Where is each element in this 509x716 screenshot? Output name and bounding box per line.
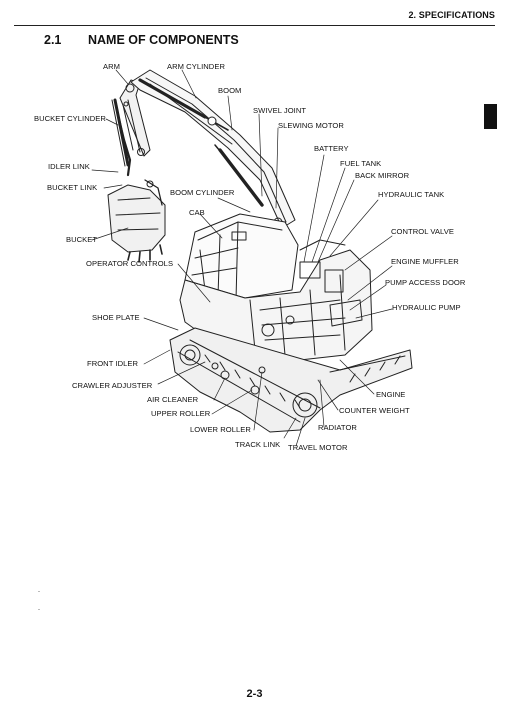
label-bucket-cylinder: BUCKET CYLINDER bbox=[34, 114, 106, 123]
label-cab: CAB bbox=[189, 208, 205, 217]
label-radiator: RADIATOR bbox=[318, 423, 357, 432]
arm-drawing bbox=[116, 79, 151, 177]
label-boom: BOOM bbox=[218, 86, 242, 95]
scan-speck bbox=[38, 609, 40, 610]
chapter-tab-marker bbox=[484, 104, 497, 129]
scan-speck bbox=[38, 591, 40, 592]
bucket-cylinder-drawing bbox=[111, 98, 130, 167]
cab-drawing bbox=[184, 213, 299, 301]
label-front-idler: FRONT IDLER bbox=[87, 359, 139, 368]
label-track-link: TRACK LINK bbox=[235, 440, 281, 449]
label-control-valve: CONTROL VALVE bbox=[391, 227, 454, 236]
boom-cylinder-drawing bbox=[214, 144, 264, 207]
label-slewing-motor: SLEWING MOTOR bbox=[278, 121, 344, 130]
upper-structure-drawing bbox=[179, 239, 373, 361]
page-number: 2-3 bbox=[246, 688, 263, 700]
label-shoe-plate: SHOE PLATE bbox=[92, 313, 140, 322]
label-pump-access-door: PUMP ACCESS DOOR bbox=[385, 278, 466, 287]
label-bucket: BUCKET bbox=[66, 235, 98, 244]
label-upper-roller: UPPER ROLLER bbox=[151, 409, 211, 418]
label-battery: BATTERY bbox=[314, 144, 349, 153]
label-bucket-link: BUCKET LINK bbox=[47, 183, 98, 192]
label-back-mirror: BACK MIRROR bbox=[355, 171, 410, 180]
chapter-title: 2. SPECIFICATIONS bbox=[408, 10, 495, 20]
label-boom-cylinder: BOOM CYLINDER bbox=[170, 188, 235, 197]
section-title: NAME OF COMPONENTS bbox=[88, 33, 239, 47]
section-number: 2.1 bbox=[44, 33, 62, 47]
label-engine: ENGINE bbox=[376, 390, 406, 399]
label-hydraulic-tank: HYDRAULIC TANK bbox=[378, 190, 445, 199]
label-idler-link: IDLER LINK bbox=[48, 162, 90, 171]
label-air-cleaner: AIR CLEANER bbox=[147, 395, 199, 404]
label-fuel-tank: FUEL TANK bbox=[340, 159, 382, 168]
label-travel-motor: TRAVEL MOTOR bbox=[288, 443, 348, 452]
track-drawing bbox=[169, 327, 413, 433]
label-counter-weight: COUNTER WEIGHT bbox=[339, 406, 410, 415]
label-hydraulic-pump: HYDRAULIC PUMP bbox=[392, 303, 461, 312]
arm-cylinder-drawing bbox=[138, 78, 229, 131]
label-arm: ARM bbox=[103, 62, 121, 71]
label-swivel-joint: SWIVEL JOINT bbox=[253, 106, 307, 115]
bucket-drawing bbox=[107, 179, 166, 263]
label-lower-roller: LOWER ROLLER bbox=[190, 425, 251, 434]
label-operator-controls: OPERATOR CONTROLS bbox=[86, 259, 174, 268]
leader-lines bbox=[91, 69, 393, 447]
label-engine-muffler: ENGINE MUFFLER bbox=[391, 257, 459, 266]
label-crawler-adjuster: CRAWLER ADJUSTER bbox=[72, 381, 153, 390]
header-rule bbox=[14, 25, 495, 26]
label-arm-cylinder: ARM CYLINDER bbox=[167, 62, 225, 71]
